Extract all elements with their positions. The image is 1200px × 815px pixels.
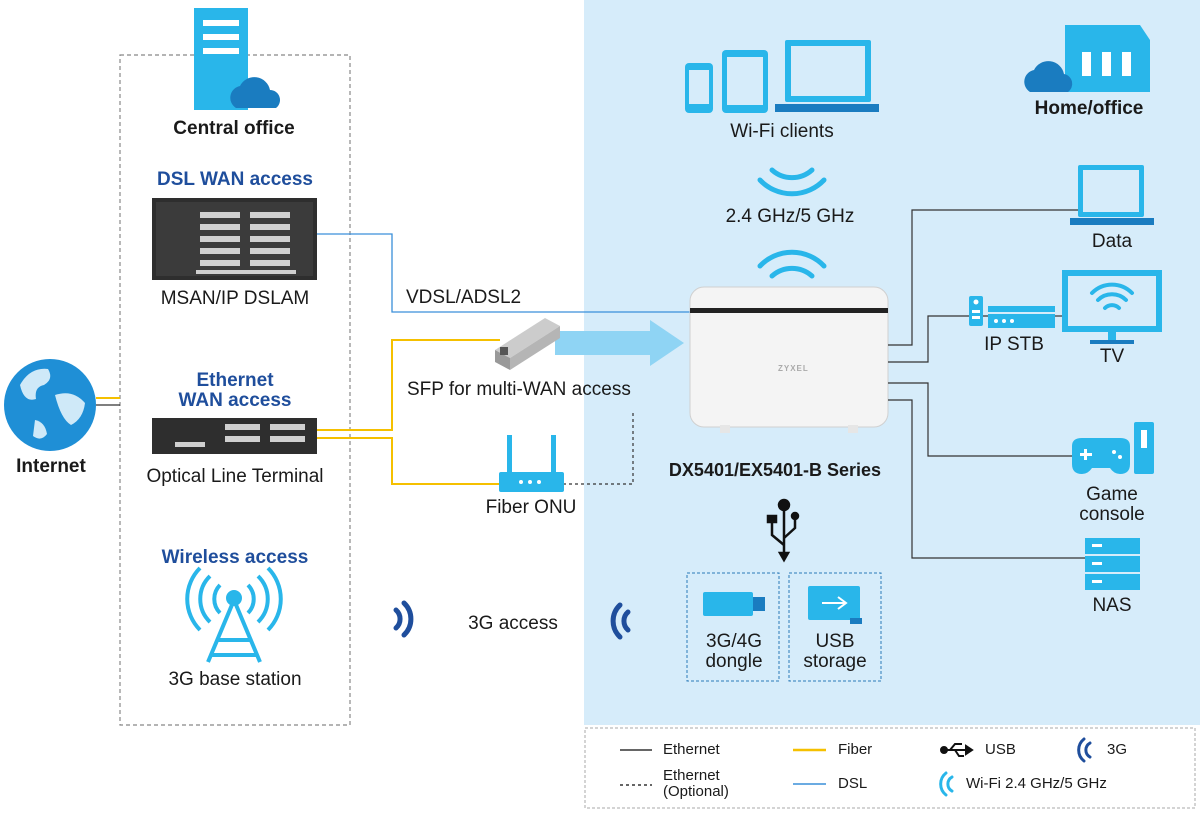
storage-box: [788, 572, 882, 682]
dslam-icon: [152, 198, 317, 280]
globe-icon: [4, 359, 96, 451]
usb-storage-icon: [808, 586, 862, 624]
usb-legend-icon: [940, 743, 974, 757]
optional-ethernet-line: [563, 412, 634, 485]
central-office-title: Central office: [173, 118, 295, 139]
wifi-icon: [757, 167, 827, 197]
sfp-arrow: [555, 320, 684, 366]
wifi-icon: [757, 249, 827, 279]
game-label-2: console: [1079, 504, 1145, 525]
dongle-label-1: 3G/4G: [706, 631, 762, 652]
wireless-heading: Wireless access: [161, 547, 309, 568]
storage-label-2: storage: [803, 651, 867, 672]
sfp-label: SFP for multi-WAN access: [407, 379, 631, 400]
ethernet-lines: [888, 209, 1085, 559]
signal-legend-icon: [1077, 737, 1092, 763]
legend-ethernet-optional-1: Ethernet: [663, 767, 720, 784]
3g-access-label: 3G access: [468, 613, 558, 634]
dongle-icon: [703, 592, 765, 616]
laptop-icon: [775, 40, 879, 112]
wifi-clients-label: Wi-Fi clients: [730, 121, 834, 142]
usb-icon: [766, 498, 800, 563]
gamepad-icon: [1072, 422, 1154, 474]
stb-icon: [988, 306, 1055, 328]
dsl-line: [317, 233, 690, 313]
onu-icon: [499, 435, 564, 492]
data-label: Data: [1091, 231, 1133, 252]
tv-label: TV: [1099, 346, 1125, 367]
signal-icon: [610, 602, 631, 640]
sfp-icon: [495, 318, 560, 370]
house-icon: [1024, 25, 1150, 92]
wifi-legend-icon: [939, 771, 954, 797]
base-station-label: 3G base station: [168, 669, 302, 690]
laptop-icon: [1070, 165, 1154, 225]
msan-label: MSAN/IP DSLAM: [160, 288, 310, 309]
fiber-line-onu: [317, 437, 500, 485]
legend-fiber: Fiber: [838, 741, 873, 758]
tower-icon: [185, 566, 283, 663]
dsl-heading: DSL WAN access: [157, 169, 313, 190]
ethernet-heading-1: Ethernet: [196, 370, 274, 391]
vdsl-label: VDSL/ADSL2: [406, 287, 522, 308]
router-icon: [689, 286, 889, 433]
tv-icon: [1062, 270, 1162, 344]
router-brand: ZYXEL: [778, 364, 809, 373]
dongle-box: [686, 572, 780, 682]
internet-label: Internet: [16, 456, 86, 477]
dongle-label-2: dongle: [705, 651, 763, 672]
tablet-icon: [722, 50, 768, 113]
remote-icon: [969, 296, 983, 326]
home-office-title: Home/office: [1034, 98, 1144, 119]
legend-wifi: Wi-Fi 2.4 GHz/5 GHz: [966, 775, 1107, 792]
ethernet-heading-2: WAN access: [178, 390, 292, 411]
legend-ethernet: Ethernet: [663, 741, 720, 758]
legend-3g: 3G: [1107, 741, 1128, 758]
nas-label: NAS: [1092, 595, 1132, 616]
legend-ethernet-optional-2: (Optional): [663, 783, 729, 800]
nas-icon: [1085, 538, 1140, 590]
fiber-onu-label: Fiber ONU: [485, 497, 577, 518]
legend-box: [584, 727, 1196, 809]
olt-label: Optical Line Terminal: [146, 466, 324, 487]
router-model: DX5401/EX5401-B Series: [668, 460, 882, 480]
legend-usb: USB: [985, 741, 1016, 758]
olt-icon: [152, 418, 317, 454]
legend-dsl: DSL: [838, 775, 868, 792]
ip-stb-label: IP STB: [984, 334, 1044, 355]
signal-icon: [393, 600, 414, 638]
wifi-band-label: 2.4 GHz/5 GHz: [725, 206, 855, 227]
server-cloud-icon: [194, 8, 280, 110]
game-label-1: Game: [1086, 484, 1138, 505]
fiber-line-sfp: [317, 339, 500, 431]
phone-icon: [685, 63, 713, 113]
storage-label-1: USB: [815, 631, 855, 652]
